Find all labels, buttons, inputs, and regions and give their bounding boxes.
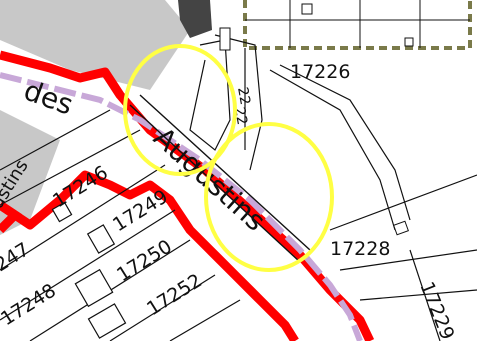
parcel-line-r6: [359, 289, 477, 301]
dashed-boundary: [243, 0, 472, 50]
parcel-number-17229: 17229: [415, 279, 458, 341]
street-name-des: des: [20, 74, 78, 122]
parcel-number-17252: 17252: [143, 270, 206, 321]
parcel-area-grey: [0, 0, 190, 90]
red-boundary-left: [0, 201, 23, 234]
parcel-number-247: 247: [0, 238, 33, 276]
small-building-3: [393, 220, 409, 236]
parcel-line-r7: [409, 249, 441, 341]
street-edge-b: [129, 104, 301, 263]
building-outline-center-2: [214, 34, 263, 171]
stairs-icon: [219, 27, 231, 51]
house-number-1: 22: [234, 86, 253, 106]
building-dark-top: [178, 0, 212, 38]
street-edge-a: [139, 94, 311, 251]
parcel-line-r5: [339, 249, 477, 271]
highlight-circle-lower[interactable]: [204, 122, 334, 272]
small-building-2: [404, 37, 414, 47]
parcel-line-r3: [279, 64, 411, 221]
buildings-left: [51, 201, 127, 339]
small-building-1: [301, 3, 313, 15]
parcel-line-r2: [269, 69, 396, 231]
street-axis: [0, 72, 363, 341]
red-boundary-lower: [0, 170, 299, 341]
parcel-number-17228: 17228: [330, 238, 390, 260]
parcel-line-r4: [329, 174, 477, 231]
parcel-number-17226: 17226: [290, 61, 350, 83]
highlight-circle-upper[interactable]: [123, 44, 237, 176]
parcel-area-grey-lower: [0, 110, 60, 235]
parcel-number-17248: 17248: [0, 280, 60, 331]
